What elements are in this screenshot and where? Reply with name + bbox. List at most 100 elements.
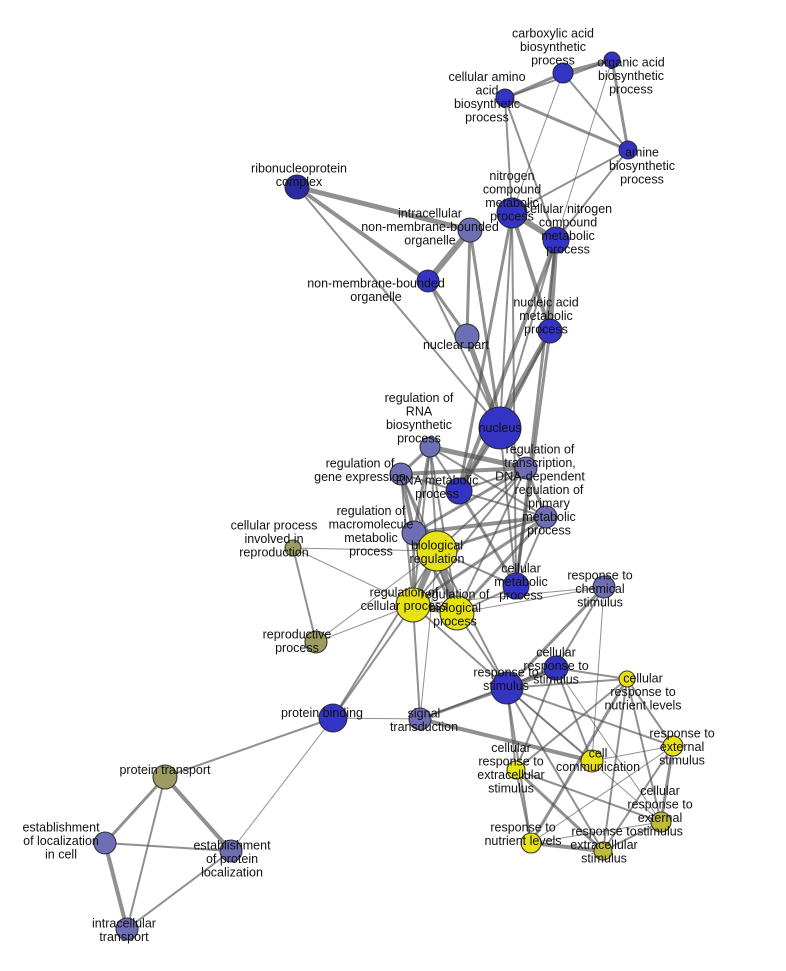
- network-edge: [555, 667, 593, 762]
- network-edge: [514, 768, 605, 853]
- network-edge: [412, 445, 432, 535]
- network-node-cell_resp_ext[interactable]: [650, 811, 672, 833]
- network-edge: [104, 842, 232, 852]
- network-edge: [505, 585, 606, 690]
- network-edge: [412, 466, 528, 535]
- network-edge: [529, 677, 629, 845]
- network-node-intracell_transport[interactable]: [115, 917, 139, 941]
- network-edge: [412, 515, 548, 535]
- network-edge: [419, 550, 438, 720]
- network-node-nucleic[interactable]: [537, 318, 563, 344]
- network-edge: [504, 97, 557, 241]
- network-node-resp_ext[interactable]: [662, 735, 684, 757]
- network-node-cell_resp_extracell[interactable]: [506, 760, 526, 780]
- network-edge: [529, 841, 605, 853]
- network-edge: [292, 547, 414, 606]
- network-edge: [126, 776, 166, 930]
- network-node-cellular_metabolic[interactable]: [502, 572, 530, 600]
- network-edge: [332, 550, 438, 719]
- network-edge: [515, 667, 557, 771]
- network-node-resp_nutrient[interactable]: [520, 832, 542, 854]
- network-edge: [418, 717, 594, 763]
- network-edge: [456, 586, 605, 614]
- network-edge: [506, 687, 604, 852]
- network-node-carboxylic[interactable]: [552, 62, 574, 84]
- network-node-organic[interactable]: [603, 51, 621, 69]
- network-edge: [412, 604, 508, 689]
- network-edge: [295, 185, 430, 283]
- network-node-resp_stim[interactable]: [490, 671, 524, 705]
- network-node-protein_transport[interactable]: [152, 764, 178, 790]
- network-node-reg_primary[interactable]: [534, 505, 558, 529]
- network-node-nmb[interactable]: [416, 269, 440, 293]
- network-node-resp_chem[interactable]: [592, 575, 616, 599]
- network-edge: [510, 211, 552, 333]
- network-node-reg_rna[interactable]: [419, 436, 441, 458]
- network-edge: [465, 228, 472, 338]
- network-edge: [515, 678, 628, 771]
- network-edge: [400, 473, 547, 518]
- network-node-reg_transcription[interactable]: [514, 456, 538, 480]
- network-node-est_loc_cell[interactable]: [93, 831, 117, 855]
- network-node-signal_trans[interactable]: [408, 707, 432, 731]
- network-node-biological_reg[interactable]: [416, 530, 458, 572]
- network-edge: [294, 184, 473, 233]
- network-node-cell_nitrogen[interactable]: [542, 226, 570, 254]
- nodes-layer: [93, 51, 684, 941]
- network-node-cell_resp_nutrient[interactable]: [618, 670, 636, 688]
- network-node-cell_resp_stim[interactable]: [543, 655, 569, 681]
- network-edge: [602, 745, 674, 852]
- network-edge: [499, 427, 517, 587]
- network-edge: [412, 604, 421, 720]
- network-node-protein_binding[interactable]: [318, 703, 348, 733]
- network-edge: [427, 280, 501, 429]
- network-edge: [427, 444, 529, 471]
- network-node-intra_nmb[interactable]: [457, 217, 483, 243]
- network-edge: [499, 239, 557, 429]
- network-node-nuclear_part[interactable]: [454, 323, 480, 349]
- network-node-cell_comm[interactable]: [580, 749, 604, 773]
- network-edge: [659, 744, 675, 824]
- network-edge: [555, 586, 605, 669]
- network-node-cpir[interactable]: [284, 539, 302, 557]
- network-edge: [103, 775, 167, 845]
- network-node-nucleus[interactable]: [478, 406, 522, 450]
- network-edge: [602, 821, 662, 852]
- network-edge: [555, 667, 662, 823]
- network-edge: [103, 841, 129, 931]
- network-edge: [610, 58, 630, 152]
- network-node-reg_biological[interactable]: [439, 595, 475, 631]
- network-edge: [457, 489, 518, 588]
- network-node-resp_extracell[interactable]: [593, 841, 613, 861]
- network-edge: [164, 717, 334, 778]
- edges-layer: [103, 58, 675, 931]
- network-edge: [296, 186, 501, 429]
- network-node-rna_metabolic[interactable]: [445, 477, 473, 505]
- network-edge: [515, 769, 532, 844]
- network-edge: [419, 667, 557, 720]
- network-edge: [163, 775, 233, 853]
- network-edge: [429, 446, 547, 518]
- network-edge: [530, 821, 662, 844]
- network-node-nitrogen[interactable]: [496, 197, 528, 229]
- network-node-ribo[interactable]: [284, 174, 310, 200]
- network-edge: [292, 547, 438, 552]
- network-edge: [499, 212, 513, 429]
- network-edge: [511, 149, 629, 214]
- network-node-est_prot_loc[interactable]: [219, 839, 243, 863]
- network-edge: [457, 211, 514, 493]
- network-node-reg_gene_exp[interactable]: [389, 462, 413, 486]
- network-edge: [457, 238, 558, 493]
- network-node-reg_macromol[interactable]: [401, 520, 427, 546]
- network-node-reg_cellular[interactable]: [395, 587, 431, 623]
- network-node-amine[interactable]: [618, 140, 638, 160]
- network-edge: [230, 717, 334, 852]
- network-node-amino[interactable]: [495, 88, 515, 108]
- network-node-reproductive[interactable]: [304, 630, 328, 654]
- network-edge: [515, 769, 662, 823]
